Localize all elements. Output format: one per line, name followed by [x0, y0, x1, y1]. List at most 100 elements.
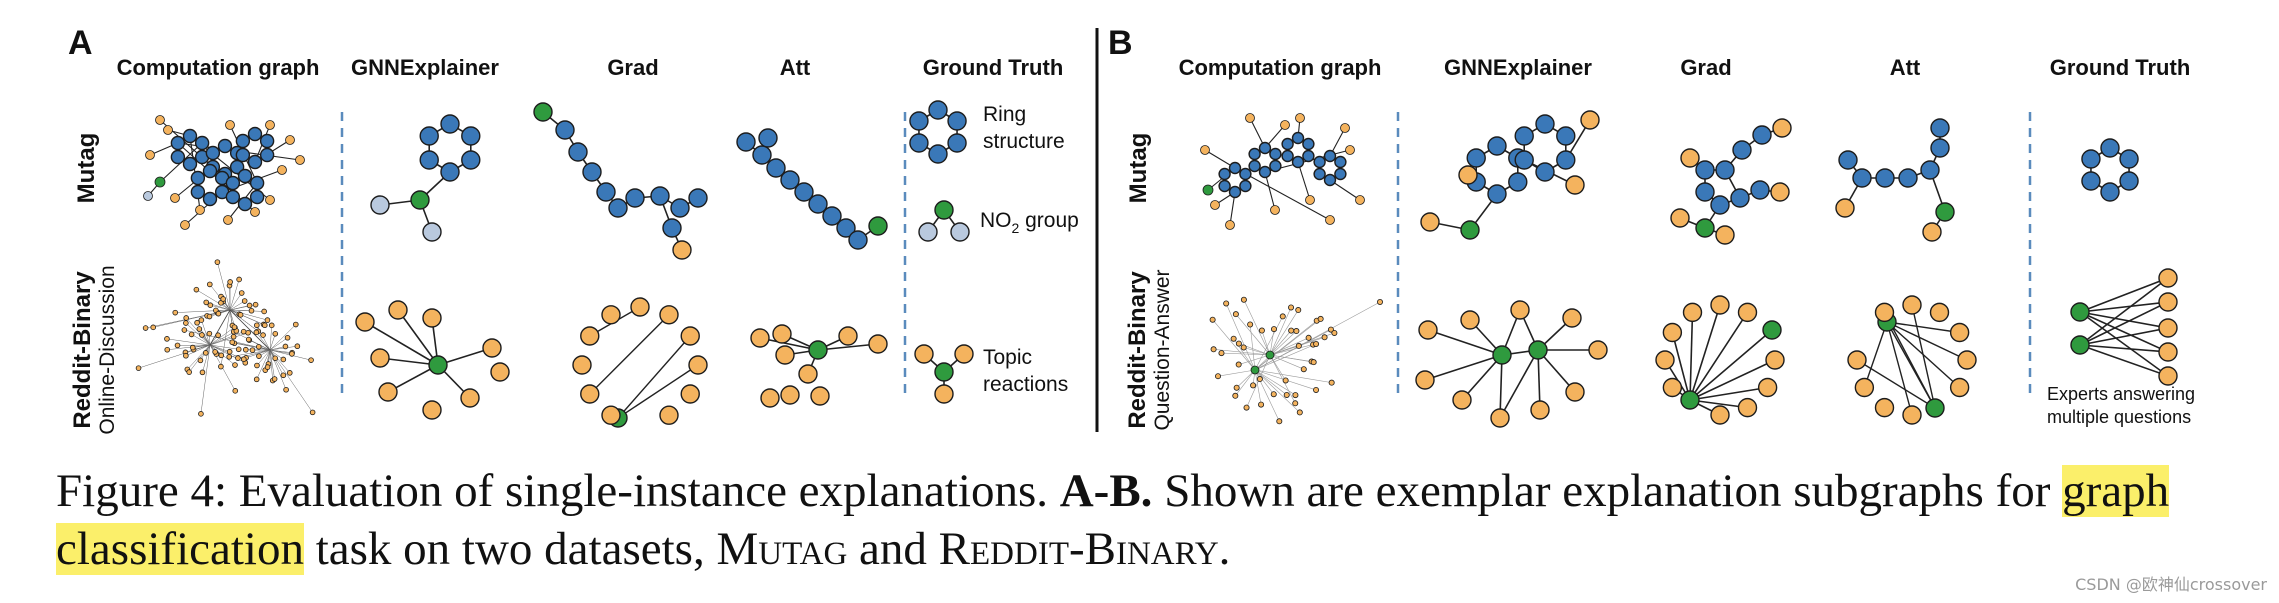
panel-b-header-computation: Computation graph: [1179, 55, 1382, 80]
graph-node: [1269, 159, 1282, 173]
graph-node: [183, 352, 189, 359]
graph-node: [422, 400, 442, 420]
graph-node: [1270, 391, 1277, 398]
graph-node: [259, 147, 275, 163]
graph-node: [1270, 205, 1280, 215]
graph-node: [195, 205, 205, 215]
graph-edge: [1689, 311, 1749, 401]
graph-node: [1565, 382, 1585, 402]
graph-edge: [1689, 359, 1776, 401]
graph-edge: [1254, 369, 1274, 395]
graph-node: [215, 332, 221, 339]
graph-node: [237, 196, 253, 212]
graph-node: [1310, 359, 1317, 366]
graph-node: [1232, 392, 1239, 399]
graph-node: [582, 162, 602, 182]
graph-node: [1530, 400, 1550, 420]
graph-node: [810, 386, 830, 406]
graph-node: [1875, 168, 1895, 188]
graph-node: [1710, 405, 1730, 425]
graph-node: [1460, 220, 1480, 240]
graph-node: [808, 194, 828, 214]
graph-edge: [1689, 329, 1773, 401]
graph-node: [760, 388, 780, 408]
graph-edge: [1297, 161, 1311, 201]
legend-experts-line2: multiple questions: [2047, 407, 2191, 427]
graph-node: [1240, 296, 1247, 303]
graph-node: [490, 362, 510, 382]
panel-a-header-grad: Grad: [607, 55, 658, 80]
graph-node: [688, 188, 708, 208]
graph-node: [235, 346, 242, 353]
graph-node: [378, 382, 398, 402]
graph-node: [1345, 145, 1355, 155]
graph-edge: [200, 344, 211, 414]
graph-node: [680, 384, 700, 404]
graph-edge: [1886, 321, 1960, 334]
graph-node: [1313, 167, 1326, 181]
panel-b-row-sublabel-reddit: Question-Answer: [1151, 269, 1174, 430]
graph-node: [170, 193, 180, 203]
graph-a-reddit-grad: [572, 297, 708, 428]
graph-node: [601, 305, 621, 325]
graph-edge: [167, 344, 211, 351]
graph-node: [207, 302, 214, 309]
graph-node: [750, 328, 770, 348]
graph-node: [1535, 162, 1555, 182]
caption-highlight-2: classification: [56, 523, 304, 575]
graph-node: [461, 150, 481, 170]
panel-a-header-gnnexplainer: GNNExplainer: [351, 55, 499, 80]
graph-node: [1291, 131, 1305, 145]
panel-label-b: B: [1108, 24, 1133, 62]
graph-node: [428, 355, 448, 375]
graph-node: [1765, 350, 1785, 370]
graph-node: [202, 163, 218, 179]
graph-node: [218, 363, 224, 370]
graph-node: [1415, 370, 1435, 390]
graph-node: [1245, 113, 1255, 123]
graph-edge: [209, 332, 249, 346]
graph-node: [419, 126, 439, 146]
graph-node: [838, 326, 858, 346]
graph-node: [419, 150, 439, 170]
graph-node: [1292, 400, 1299, 407]
graph-node: [1710, 195, 1730, 215]
graph-edge: [1499, 349, 1539, 419]
graph-node: [1295, 113, 1305, 123]
graph-node: [261, 308, 267, 315]
graph-a-reddit-att: [750, 324, 888, 408]
graph-node: [1835, 198, 1855, 218]
graph-node: [2119, 149, 2139, 169]
graph-a-reddit-gnnexplainer: [355, 300, 510, 420]
graph-node: [193, 286, 200, 293]
graph-node: [1508, 172, 1528, 192]
graph-edge: [2079, 277, 2169, 313]
graph-edge: [1911, 304, 1936, 409]
graph-node: [1313, 155, 1326, 169]
graph-node: [1295, 307, 1302, 314]
graph-node: [1420, 212, 1440, 232]
graph-node: [1288, 327, 1295, 334]
graph-node: [1925, 398, 1945, 418]
graph-node: [1225, 220, 1235, 230]
graph-node: [242, 346, 249, 353]
graph-node: [1902, 295, 1922, 315]
graph-edge: [364, 321, 439, 366]
graph-node: [355, 312, 375, 332]
graph-node: [1258, 327, 1265, 334]
graph-node: [182, 128, 198, 144]
graph-node: [1270, 326, 1277, 333]
graph-node: [1334, 155, 1347, 169]
graph-node: [1682, 302, 1703, 323]
graph-node: [183, 315, 190, 321]
graph-node: [1452, 390, 1472, 410]
panel-b-headers: Computation graph GNNExplainer Grad Att …: [1179, 55, 2191, 80]
graph-edge: [1537, 349, 1541, 411]
graph-node: [241, 298, 248, 304]
legend-topic-line1: Topic: [983, 346, 1032, 369]
graph-node: [265, 120, 275, 130]
graph-edge: [2079, 311, 2169, 353]
graph-edge: [269, 349, 313, 413]
panel-a-row-label-reddit: Reddit-Binary: [69, 271, 96, 429]
graph-edge: [1235, 369, 1256, 396]
